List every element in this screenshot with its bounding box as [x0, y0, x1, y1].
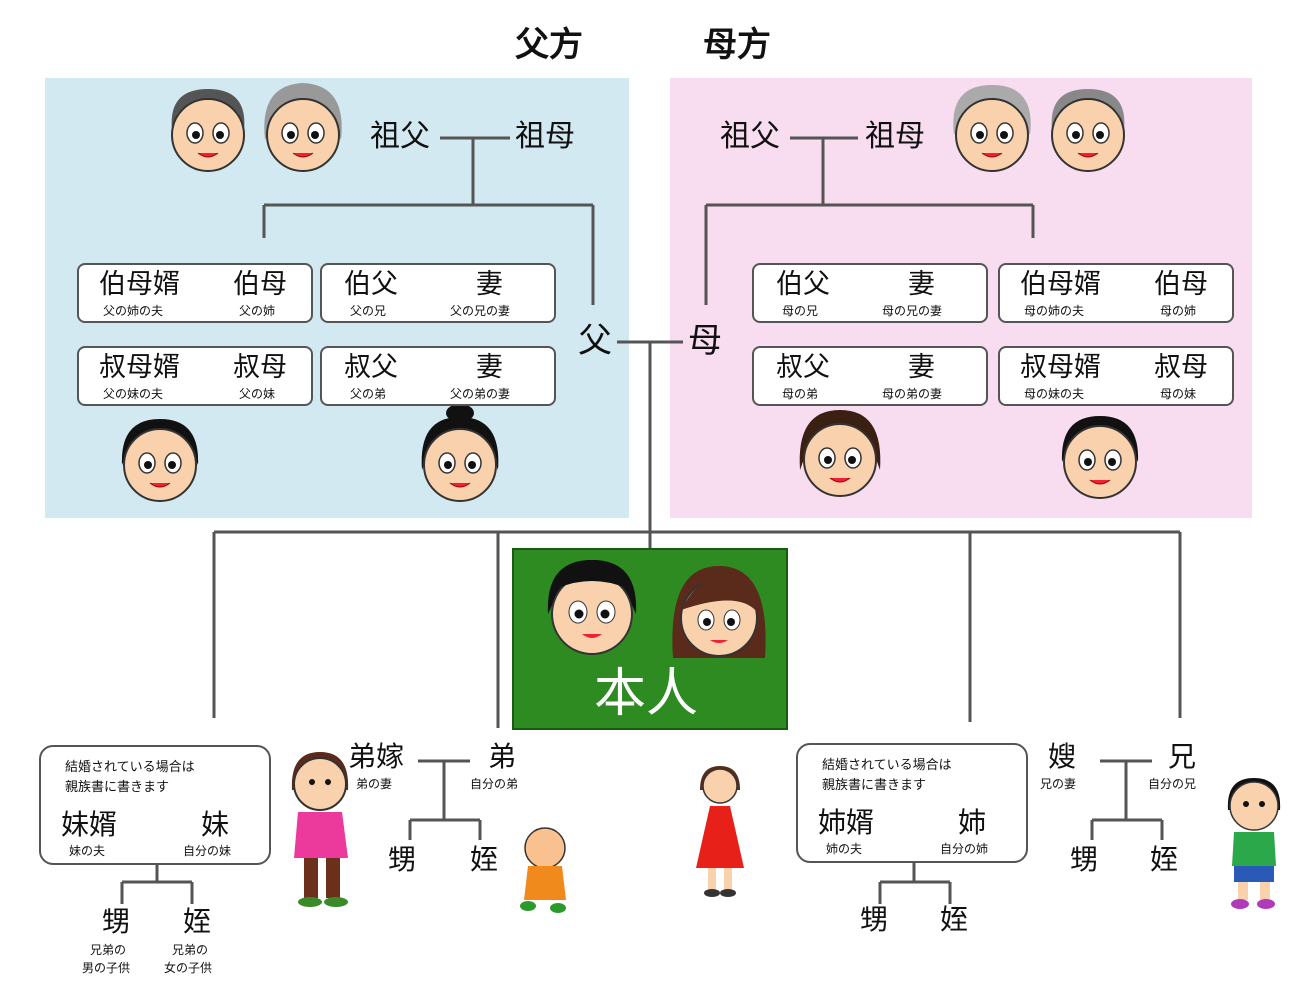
maternal-grandfather-label: 祖父: [720, 119, 780, 154]
man-face-icon: [1061, 416, 1139, 499]
mother-label: 母: [688, 321, 722, 361]
younger-brother-label: 弟: [488, 740, 517, 773]
paternal-uncle-younger-box: 叔父 父の弟 妻 父の弟の妻: [320, 346, 556, 406]
sister-nephew-label: 甥: [102, 905, 131, 938]
maternal-uncle-younger-box: 叔父 母の弟 妻 母の弟の妻: [752, 346, 988, 406]
elder-sister-label: 姉: [958, 806, 987, 839]
maternal-heading: 母方: [703, 25, 771, 65]
father-label: 父: [578, 321, 612, 361]
elder-sister-husband-label: 姉婿: [818, 806, 875, 839]
paternal-grandfather-label: 祖父: [370, 119, 430, 154]
sister-husband-label: 妹婿: [61, 808, 118, 841]
grandfather-face-icon: [953, 85, 1031, 172]
woman-figure-icon: [291, 752, 349, 907]
self-face-icon: [547, 560, 637, 655]
man-face-icon: [799, 410, 881, 497]
spouse-face-icon: [672, 566, 766, 658]
girl-figure-icon: [696, 766, 744, 897]
paternal-aunt-elder-box: 伯母婿 父の姉の夫 伯母 父の姉: [77, 263, 313, 323]
paternal-aunt-younger-box: 叔母婿 父の妹の夫 叔母 父の妹: [77, 346, 313, 406]
maternal-aunt-elder-box: 伯母婿 母の姉の夫 伯母 母の姉: [998, 263, 1234, 323]
grandfather-face-icon: [171, 89, 245, 172]
elder-brother-niece-label: 姪: [1150, 843, 1179, 876]
maternal-aunt-younger-box: 叔母婿 母の妹の夫 叔母 母の妹: [998, 346, 1234, 406]
younger-brother-nephew-label: 甥: [388, 843, 417, 876]
grandmother-face-icon: [264, 83, 342, 172]
younger-brother-niece-label: 姪: [470, 843, 499, 876]
self-label: 本人: [594, 664, 699, 724]
self-box: 本人: [512, 548, 788, 730]
grandmother-face-icon: [1051, 89, 1125, 172]
elder-brother-nephew-label: 甥: [1070, 843, 1099, 876]
sister-niece-label: 姪: [183, 905, 212, 938]
maternal-grandmother-label: 祖母: [865, 119, 925, 154]
younger-brother-wife-label: 弟嫁: [348, 740, 405, 773]
man-face-icon: [121, 419, 199, 502]
elder-brother-wife-label: 嫂: [1048, 740, 1077, 773]
paternal-uncle-elder-box: 伯父 父の兄 妻 父の兄の妻: [320, 263, 556, 323]
baby-figure-icon: [520, 827, 566, 913]
elder-brother-label: 兄: [1168, 740, 1197, 773]
maternal-uncle-elder-box: 伯父 母の兄 妻 母の兄の妻: [752, 263, 988, 323]
woman-face-icon: [421, 404, 499, 502]
sister-label: 妹: [201, 808, 230, 841]
elder-sister-niece-label: 姪: [940, 903, 969, 936]
paternal-heading: 父方: [515, 25, 583, 65]
sister-box: 結婚されている場合は 親族書に書きます 妹婿 妹の夫 妹 自分の妹: [39, 745, 271, 865]
self-couple-faces: [547, 560, 766, 658]
paternal-grandmother-label: 祖母: [515, 119, 575, 154]
elder-sister-box: 結婚されている場合は 親族書に書きます 姉婿 姉の夫 姉 自分の姉: [796, 743, 1028, 863]
boy-figure-icon: [1227, 778, 1281, 909]
elder-sister-nephew-label: 甥: [860, 903, 889, 936]
